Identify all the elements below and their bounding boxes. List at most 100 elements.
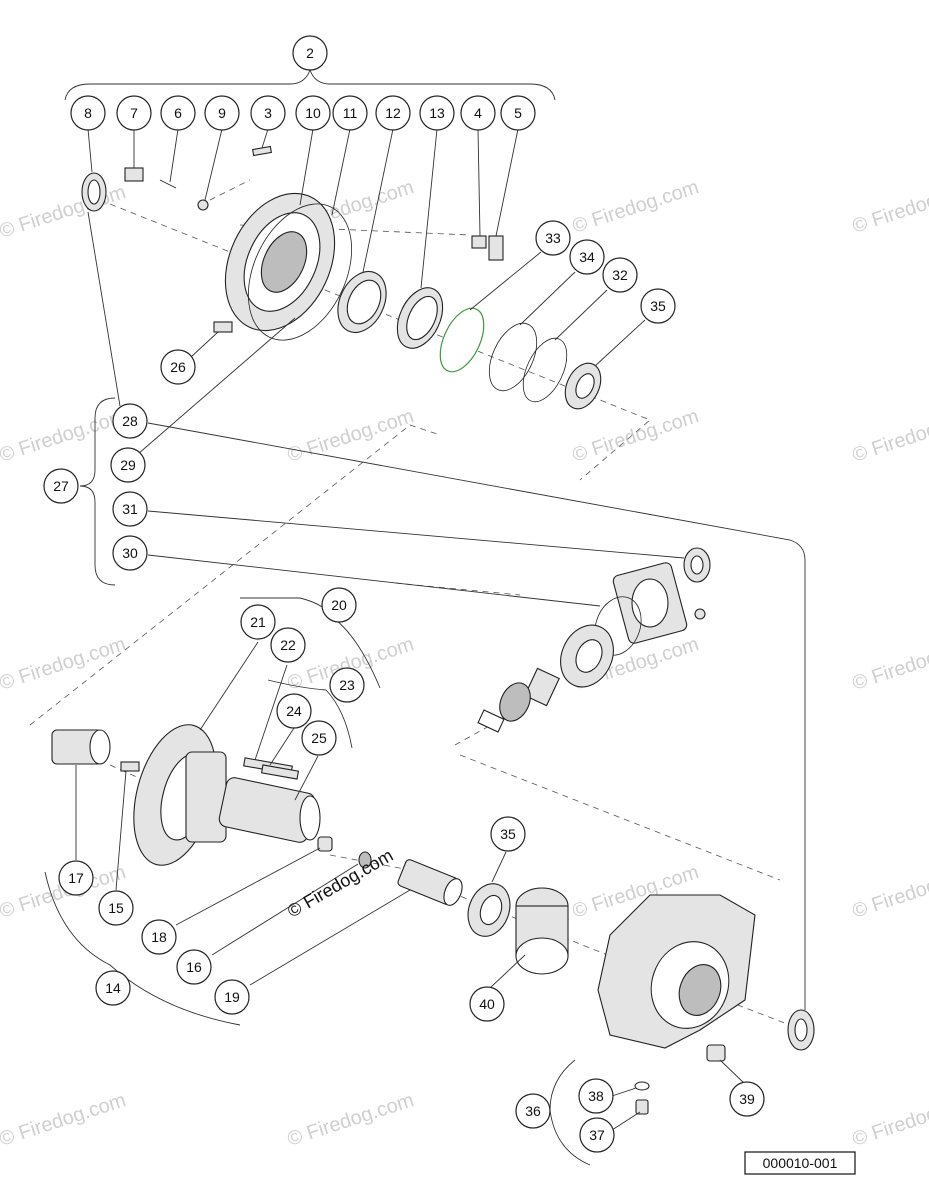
svg-text:12: 12	[385, 105, 401, 121]
centreline	[199, 179, 251, 206]
svg-text:23: 23	[339, 677, 355, 693]
callout-21[interactable]: 21	[240, 604, 276, 640]
callout-17[interactable]: 17	[58, 860, 94, 896]
callout-39[interactable]: 39	[729, 1081, 765, 1117]
callout-14[interactable]: 14	[95, 970, 131, 1006]
leader	[175, 847, 321, 926]
svg-text:4: 4	[474, 105, 482, 121]
callout-23[interactable]: 23	[329, 667, 365, 703]
leader	[147, 510, 685, 559]
housing-10	[224, 192, 336, 332]
callout-6[interactable]: 6	[160, 95, 196, 131]
sleeve-40	[515, 887, 569, 975]
plug-7	[124, 167, 144, 182]
callout-19[interactable]: 19	[214, 979, 250, 1015]
watermark: © Firedog.com	[0, 633, 129, 695]
callout-2[interactable]: 2	[292, 35, 328, 71]
watermark: © Firedog.com	[850, 1089, 929, 1151]
callout-3[interactable]: 3	[250, 95, 286, 131]
nut-9	[197, 199, 209, 211]
bearing-35-lower-inner	[479, 894, 503, 926]
callout-32[interactable]: 32	[602, 257, 638, 293]
centreline	[99, 199, 651, 481]
oring-11	[247, 203, 353, 341]
leader	[254, 664, 288, 761]
callout-18[interactable]: 18	[141, 919, 177, 955]
svg-text:7: 7	[130, 105, 138, 121]
callout-26[interactable]: 26	[160, 349, 196, 385]
leader	[190, 331, 219, 358]
bearing-35-inner	[575, 373, 595, 399]
callout-16[interactable]: 16	[176, 949, 212, 985]
svg-text:26: 26	[170, 359, 186, 375]
leader	[519, 271, 576, 326]
leader	[115, 770, 127, 891]
leader	[87, 211, 121, 407]
svg-text:19: 19	[224, 989, 240, 1005]
callout-38[interactable]: 38	[578, 1078, 614, 1114]
leader	[299, 128, 314, 206]
leader	[211, 863, 359, 956]
svg-text:16: 16	[186, 959, 202, 975]
leader	[611, 1111, 641, 1131]
callout-20[interactable]: 20	[321, 587, 357, 623]
callout-36[interactable]: 36	[515, 1093, 551, 1129]
leader	[362, 128, 394, 273]
svg-text:15: 15	[108, 900, 124, 916]
callout-15[interactable]: 15	[98, 890, 134, 926]
callout-9[interactable]: 9	[204, 95, 240, 131]
callout-34[interactable]: 34	[569, 239, 605, 275]
pin-15	[120, 761, 140, 772]
svg-text:9: 9	[218, 105, 226, 121]
callout-31[interactable]: 31	[112, 491, 148, 527]
leader	[477, 128, 481, 237]
watermark: © Firedog.com	[285, 1089, 417, 1151]
callout-22[interactable]: 22	[270, 627, 306, 663]
callout-8[interactable]: 8	[70, 95, 106, 131]
callout-29[interactable]: 29	[110, 447, 146, 483]
callout-12[interactable]: 12	[375, 95, 411, 131]
leader	[294, 755, 319, 801]
svg-text:39: 39	[739, 1091, 755, 1107]
leader	[594, 319, 646, 367]
leader	[147, 554, 601, 607]
svg-text:17: 17	[68, 870, 84, 886]
callout-35-lower[interactable]: 35	[490, 816, 526, 852]
svg-text:8: 8	[84, 105, 92, 121]
callout-11[interactable]: 11	[332, 95, 368, 131]
callout-4[interactable]: 4	[460, 95, 496, 131]
leader	[169, 128, 179, 183]
leader	[491, 851, 507, 883]
callout-37[interactable]: 37	[579, 1117, 615, 1153]
leader	[199, 641, 259, 731]
callout-35-upper[interactable]: 35	[640, 288, 676, 324]
callout-5[interactable]: 5	[500, 95, 536, 131]
reference-code: 000010-001	[763, 1155, 838, 1171]
callout-28[interactable]: 28	[112, 403, 148, 439]
ring-16	[358, 851, 372, 869]
leader	[331, 128, 351, 216]
svg-text:27: 27	[53, 478, 69, 494]
watermark: © Firedog.com	[0, 181, 129, 243]
plate-33	[439, 307, 485, 373]
callout-7[interactable]: 7	[116, 95, 152, 131]
watermark: © Firedog.com	[570, 176, 702, 238]
callout-27[interactable]: 27	[43, 468, 79, 504]
callout-24[interactable]: 24	[276, 693, 312, 729]
parts-layer	[51, 145, 815, 1115]
sleeve-12-inner	[346, 279, 382, 325]
pin-6	[159, 179, 177, 189]
watermark: © Firedog.com	[285, 405, 417, 467]
callout-25[interactable]: 25	[301, 720, 337, 756]
callout-10[interactable]: 10	[295, 95, 331, 131]
svg-text:40: 40	[479, 996, 495, 1012]
seal-31-inner	[690, 555, 704, 575]
collar-17	[51, 729, 111, 765]
callout-40[interactable]: 40	[469, 986, 505, 1022]
bracket-2	[64, 68, 556, 101]
main-housing	[597, 894, 756, 1049]
callout-30[interactable]: 30	[112, 535, 148, 571]
callout-33[interactable]: 33	[535, 220, 571, 256]
watermark: © Firedog.com	[0, 405, 129, 467]
callout-13[interactable]: 13	[419, 95, 455, 131]
